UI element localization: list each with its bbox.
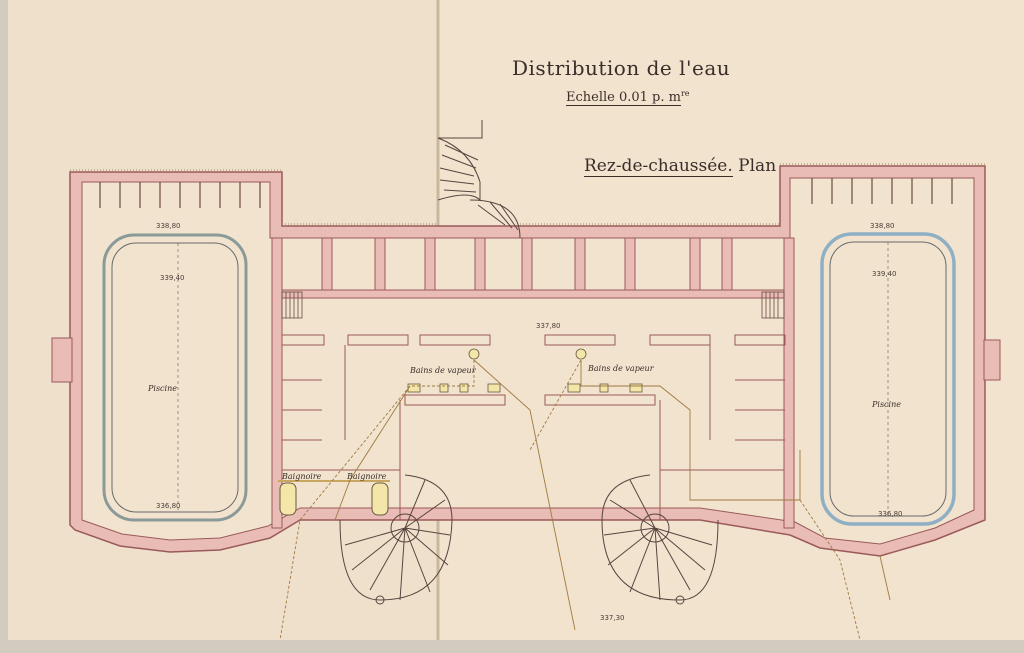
spiral-stair-top <box>437 120 521 239</box>
drawing-title: Distribution de l'eau <box>512 56 731 80</box>
label-pool-right: Piscine <box>872 400 901 409</box>
bathtub-1 <box>279 482 297 516</box>
elevation-1: 338,80 <box>156 222 181 230</box>
scale-sup: re <box>680 89 690 98</box>
plan-word: Plan <box>732 156 777 176</box>
label-bath-2: Baignoire <box>347 472 387 481</box>
water-pipes <box>279 359 891 641</box>
elevation-8: 337,30 <box>600 614 625 622</box>
spiral-stair-bottom-left <box>339 474 453 605</box>
label-steam-right: Bains de vapeur <box>588 364 654 373</box>
plan-level: Rez-de-chaussée. <box>584 156 733 177</box>
scale-text: Echelle 0.01 p. m <box>566 90 681 107</box>
label-steam-left: Bains de vapeur <box>410 366 476 375</box>
elevation-4: 338,80 <box>870 222 895 230</box>
elevation-2: 339,40 <box>160 274 185 282</box>
bathtub-2 <box>371 482 389 516</box>
pool-left <box>102 233 248 522</box>
label-bath-1: Baignoire <box>282 472 322 481</box>
scale-note: Echelle 0.01 p. mre <box>566 89 690 107</box>
spiral-stair-bottom-right <box>601 474 719 605</box>
label-pool-left: Piscine <box>148 384 177 393</box>
plan-subtitle: Rez-de-chaussée. Plan <box>584 156 777 177</box>
elevation-3: 336,80 <box>156 502 181 510</box>
pool-right <box>820 232 956 526</box>
elevation-6: 337,80 <box>536 322 561 330</box>
elevation-5: 339,40 <box>872 270 897 278</box>
elevation-7: 336,80 <box>878 510 903 518</box>
